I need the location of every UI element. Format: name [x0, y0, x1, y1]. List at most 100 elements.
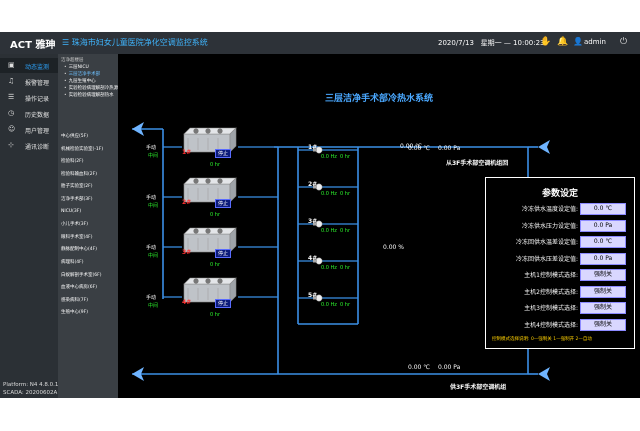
- nav-label: 历史数据: [25, 112, 50, 119]
- subnav-item[interactable]: 三层NICU: [64, 64, 89, 70]
- param-label: 冷冻供水温度设定值:: [521, 206, 578, 213]
- subnav-item[interactable]: 实验检验病理解剖热水: [64, 92, 114, 98]
- pump-id: 4#: [308, 255, 318, 262]
- user-icon: ☺: [8, 125, 16, 133]
- param-value-field[interactable]: 强制关: [580, 302, 626, 314]
- pump-id: 1#: [308, 144, 318, 151]
- pump-frequency: 0.0 Hz: [321, 228, 337, 234]
- param-value-field[interactable]: 0.0 ℃: [580, 236, 626, 248]
- param-label: 冷冻回供水温差设定值:: [515, 239, 578, 246]
- pump-hours: 0 hr: [340, 191, 350, 197]
- param-label: 主机4控制模式选择:: [524, 321, 578, 329]
- chiller-hours: 0 hr: [210, 162, 220, 168]
- chiller-state: 停止: [215, 249, 232, 258]
- nav-label: 用户管理: [25, 128, 50, 135]
- subnav-item[interactable]: 血液中心病房(6F): [61, 285, 97, 291]
- chiller-mode2: 中间: [148, 253, 159, 259]
- subnav-item[interactable]: 小儿手术(3F): [61, 222, 88, 228]
- time-text: 10:00:23: [513, 39, 545, 47]
- param-value-field[interactable]: 0.0 Pa: [580, 252, 626, 265]
- nav-item-users[interactable]: ☺ 用户管理: [0, 122, 58, 137]
- chiller-hours: 0 hr: [210, 312, 220, 318]
- hand-icon[interactable]: ✋: [540, 37, 552, 47]
- platform-version: Platform: N4 4.8.0.110: [3, 382, 66, 388]
- arrow-left-icon: [132, 122, 144, 136]
- pump-id: 5#: [308, 292, 318, 299]
- return-temp: 0.00 ℃: [408, 364, 431, 371]
- param-value-field[interactable]: 强制关: [580, 318, 626, 331]
- subnav-item[interactable]: 眼科手术室(4F): [61, 234, 93, 240]
- param-value-field[interactable]: 强制关: [580, 269, 626, 281]
- return-pressure: 0.00 Pa: [438, 364, 461, 371]
- param-value-field[interactable]: 强制关: [580, 285, 626, 298]
- subnav-item[interactable]: 检验科输血科(2F): [61, 171, 97, 177]
- diagram-title: 三层洁净手术部冷热水系统: [324, 94, 433, 104]
- param-label: 主机2控制模式选择:: [524, 288, 578, 296]
- nav-label: 动态监测: [25, 64, 50, 71]
- params-title: 参数设定: [541, 189, 578, 199]
- chiller-id: 3#: [182, 249, 192, 256]
- arrow-left-icon: [538, 140, 550, 154]
- nav-item-history[interactable]: ◷ 历史数据: [0, 106, 58, 121]
- subnav-item[interactable]: 白蚁解剖手术室(6F): [61, 272, 102, 278]
- chiller-mode: 手动: [146, 295, 157, 301]
- chiller-mode: 手动: [146, 245, 157, 251]
- pump-hours: 0 hr: [340, 302, 350, 308]
- subnav-item[interactable]: 实验检验病理解剖冷热源: [64, 85, 119, 91]
- nav-item-log[interactable]: ☰ 操作记录: [0, 90, 58, 105]
- scada-version: SCADA: 20200602A: [3, 390, 58, 396]
- header-temp: 0.00 ℃: [400, 143, 423, 150]
- subnav-item[interactable]: NICU(3F): [61, 208, 82, 214]
- subnav-item[interactable]: 三层洁净手术部: [64, 71, 101, 77]
- user-icon[interactable]: 👤: [573, 37, 583, 46]
- app-window: ACT 雅珅 ☰ 珠海市妇女儿童医院净化空调监控系统 2020/7/13 星期一…: [0, 32, 640, 398]
- subnav-item[interactable]: 九层生殖中心: [64, 78, 96, 84]
- platform-info: Platform: N4 4.8.0.110 SCADA: 20200602A: [3, 381, 65, 397]
- date-text: 2020/7/13: [438, 39, 474, 47]
- param-value-field[interactable]: 0.0 Pa: [580, 219, 626, 232]
- subnav-header: 洁净超楼层: [61, 58, 84, 63]
- pump-frequency: 0.0 Hz: [321, 154, 337, 160]
- chiller-hours: 0 hr: [210, 262, 220, 268]
- subnav-item[interactable]: 中心供应(5F): [61, 134, 88, 139]
- nav-label: 操作记录: [25, 96, 50, 103]
- chiller-mode: 手动: [146, 145, 157, 151]
- subnav-item[interactable]: 检验科(2F): [61, 159, 84, 165]
- param-label: 主机1控制模式选择:: [524, 272, 578, 279]
- brand-logo: ACT 雅珅: [10, 40, 56, 51]
- subnav-item[interactable]: 机械检验实验室(-1F): [61, 146, 104, 152]
- subnav-item[interactable]: 洁净手术部(3F): [61, 197, 93, 202]
- chiller-state: 停止: [215, 149, 232, 158]
- nav-item-monitor[interactable]: ▣ 动态监测: [0, 58, 58, 73]
- pump-frequency: 0.0 Hz: [321, 191, 337, 197]
- chiller-id: 1#: [182, 149, 192, 156]
- clock-icon: ◷: [8, 109, 15, 117]
- pump-id: 3#: [308, 218, 318, 225]
- params-note: 控制模式选择说明: 0—强制关 1—强制开 2—自动: [492, 337, 592, 342]
- subnav-item[interactable]: 静脉配制中心(4F): [61, 247, 97, 253]
- param-value-field[interactable]: 0.0 ℃: [580, 203, 626, 215]
- power-icon[interactable]: ⏻: [620, 37, 628, 47]
- chiller-mode: 手动: [146, 195, 157, 201]
- bell-icon: ♫: [8, 77, 15, 85]
- app-title[interactable]: ☰ 珠海市妇女儿童医院净化空调监控系统: [62, 38, 208, 47]
- subnav-item[interactable]: 感染病科(7F): [61, 297, 88, 303]
- chiller-state: 停止: [215, 199, 232, 208]
- arrow-left-icon: [132, 367, 144, 381]
- username[interactable]: admin: [584, 38, 606, 46]
- sidebar: ▣ 动态监测 ♫ 报警管理 ☰ 操作记录 ◷ 历史数据 ☺ 用户管理 ⊹ 通讯诊…: [0, 54, 65, 398]
- bell-icon[interactable]: 🔔: [557, 37, 569, 47]
- param-label: 冷冻回供水压差设定值:: [515, 255, 578, 263]
- nav-item-alarm[interactable]: ♫ 报警管理: [0, 74, 58, 89]
- subnav-item[interactable]: 胎子实验室(2F): [61, 184, 93, 190]
- nav-item-comm[interactable]: ⊹ 通讯诊断: [0, 138, 58, 153]
- pump-frequency: 0.0 Hz: [321, 265, 337, 271]
- chiller-state: 停止: [215, 299, 232, 308]
- pump-hours: 0 hr: [340, 154, 350, 160]
- subnav-item[interactable]: 生殖中心(9F): [61, 310, 88, 316]
- chiller-mode2: 中间: [148, 203, 159, 209]
- chiller-mode2: 中间: [148, 303, 159, 309]
- chiller-id: 4#: [182, 299, 192, 306]
- datetime: 2020/7/13 星期一 — 10:00:23: [438, 39, 545, 47]
- subnav-item[interactable]: 病理科(4F): [61, 260, 84, 265]
